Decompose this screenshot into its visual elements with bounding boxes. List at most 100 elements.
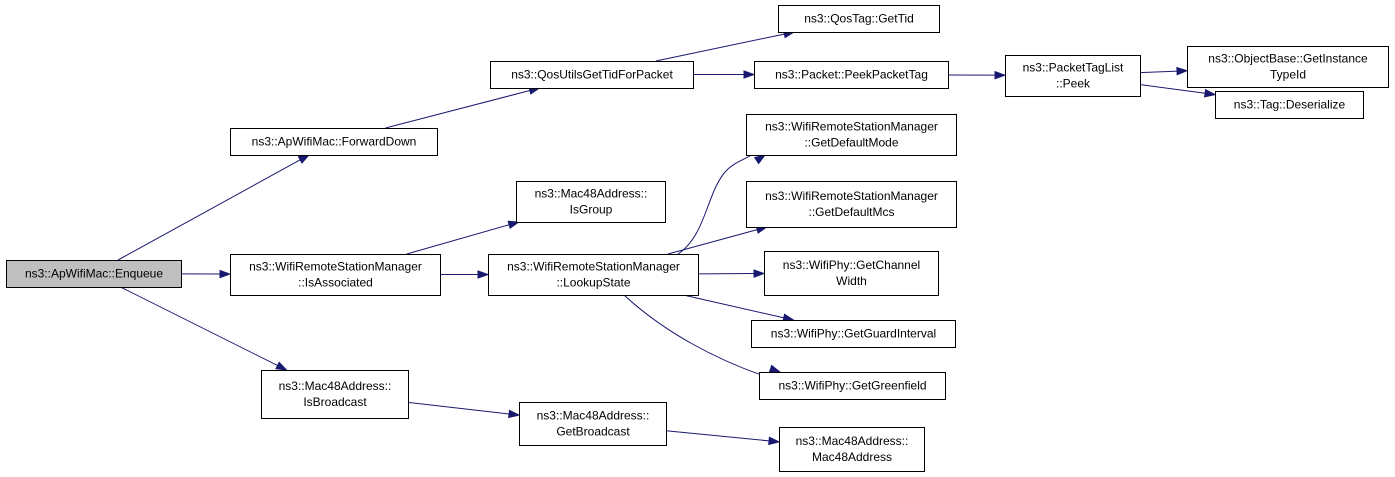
edge-line — [677, 153, 754, 255]
node-box — [516, 181, 666, 223]
node-label: Mac48Address — [812, 450, 892, 464]
node-qosutils[interactable]: ns3::QosUtilsGetTidForPacket — [490, 61, 694, 89]
node-label: ::GetDefaultMode — [804, 136, 898, 150]
node-isbroadcast[interactable]: ns3::Mac48Address::IsBroadcast — [261, 370, 409, 419]
edge-arrowhead — [994, 70, 1007, 80]
node-label: ns3::Mac48Address:: — [537, 409, 650, 423]
edge-getbroadcast-to-mac48address — [665, 430, 781, 446]
node-label: ns3::ObjectBase::GetInstance — [1208, 52, 1368, 66]
edge-peek-to-getinstancetypeid — [1139, 66, 1189, 76]
node-box — [779, 427, 925, 472]
node-getguardinterval[interactable]: ns3::WifiPhy::GetGuardInterval — [751, 320, 956, 348]
edge-peek-to-deserialize — [1139, 84, 1217, 98]
edge-arrowhead — [743, 70, 756, 79]
node-isassociated[interactable]: ns3::WifiRemoteStationManager::IsAssocia… — [230, 254, 441, 296]
node-label: ns3::Mac48Address:: — [796, 434, 909, 448]
node-getdefaultmode[interactable]: ns3::WifiRemoteStationManager::GetDefaul… — [746, 114, 957, 156]
edge-line — [655, 33, 786, 62]
node-box — [230, 254, 441, 296]
edge-arrowhead — [297, 154, 311, 164]
node-peek[interactable]: ns3::PacketTagList::Peek — [1005, 55, 1141, 97]
node-box — [490, 61, 694, 89]
node-label: ns3::WifiRemoteStationManager — [765, 189, 938, 203]
edge-lookupstate-to-getdefaultmcs — [667, 225, 769, 255]
node-box — [754, 61, 949, 89]
edge-line — [407, 401, 511, 415]
node-box — [1215, 91, 1364, 119]
edge-arrowhead — [508, 409, 521, 419]
node-gettid[interactable]: ns3::QosTag::GetTid — [778, 5, 940, 33]
node-label: ns3::QosUtilsGetTidForPacket — [511, 68, 673, 82]
node-box — [759, 372, 946, 400]
edge-arrowhead — [219, 269, 232, 279]
edge-arrowhead — [753, 269, 766, 278]
node-peekpackettag[interactable]: ns3::Packet::PeekPacketTag — [754, 61, 949, 89]
node-box — [6, 260, 182, 288]
edge-lookupstate-to-getchannelwidth — [697, 269, 766, 278]
node-label: ns3::Packet::PeekPacketTag — [775, 68, 928, 82]
node-enqueue[interactable]: ns3::ApWifiMac::Enqueue — [6, 260, 182, 288]
node-label: ns3::WifiPhy::GetGreenfield — [778, 379, 926, 393]
edge-lookupstate-to-getgreenfield — [623, 294, 782, 379]
node-mac48address[interactable]: ns3::Mac48Address::Mac48Address — [779, 427, 925, 472]
edge-line — [406, 223, 511, 255]
edge-qosutils-to-peekpackettag — [693, 70, 756, 79]
edge-arrowhead — [275, 361, 288, 371]
node-box — [519, 402, 667, 446]
edge-line — [667, 228, 759, 255]
edge-line — [665, 430, 771, 442]
node-label: ns3::WifiRemoteStationManager — [249, 260, 422, 274]
edge-arrowhead — [1176, 66, 1189, 76]
node-label: Width — [836, 274, 867, 288]
edge-enqueue-to-isassociated — [180, 269, 232, 279]
edge-enqueue-to-forwarddown — [117, 154, 311, 261]
node-getdefaultmcs[interactable]: ns3::WifiRemoteStationManager::GetDefaul… — [746, 181, 957, 228]
node-box — [751, 320, 956, 348]
node-label: ns3::ApWifiMac::Enqueue — [25, 267, 163, 281]
node-label: IsGroup — [570, 203, 613, 217]
edge-isassociated-to-lookupstate — [440, 270, 490, 279]
node-forwarddown[interactable]: ns3::ApWifiMac::ForwardDown — [230, 128, 438, 156]
edge-arrowhead — [768, 436, 781, 446]
node-deserialize[interactable]: ns3::Tag::Deserialize — [1215, 91, 1364, 119]
edge-line — [1139, 84, 1207, 94]
edge-lookupstate-to-getguardinterval — [683, 294, 795, 322]
call-nodes: ns3::ApWifiMac::Enqueue ns3::ApWifiMac::F… — [6, 5, 1389, 472]
node-box — [261, 370, 409, 419]
edge-isbroadcast-to-getbroadcast — [407, 401, 521, 419]
edge-arrowhead — [768, 364, 782, 373]
edge-line — [385, 89, 531, 129]
node-label: ns3::WifiRemoteStationManager — [507, 260, 680, 274]
node-label: ::Peek — [1056, 77, 1091, 91]
node-box — [746, 114, 957, 156]
edge-line — [1139, 70, 1179, 74]
edge-arrowhead — [507, 220, 521, 230]
node-box — [1187, 46, 1389, 88]
node-box — [778, 5, 940, 33]
node-label: ::GetDefaultMcs — [808, 205, 894, 219]
node-label: TypeId — [1270, 68, 1306, 82]
edge-isassociated-to-isgroup — [406, 220, 521, 255]
edge-line — [683, 294, 785, 319]
node-isgroup[interactable]: ns3::Mac48Address::IsGroup — [516, 181, 666, 223]
edge-lookupstate-to-getdefaultmode — [677, 153, 767, 255]
node-label: ns3::QosTag::GetTid — [804, 12, 914, 26]
node-label: GetBroadcast — [556, 425, 630, 439]
edge-line — [117, 158, 302, 261]
node-label: ns3::WifiPhy::GetGuardInterval — [771, 327, 936, 341]
node-label: IsBroadcast — [303, 395, 367, 409]
node-lookupstate[interactable]: ns3::WifiRemoteStationManager::LookupSta… — [488, 254, 699, 296]
edge-line — [120, 286, 279, 367]
node-getgreenfield[interactable]: ns3::WifiPhy::GetGreenfield — [759, 372, 946, 400]
node-box — [746, 181, 957, 228]
node-label: ns3::Tag::Deserialize — [1234, 98, 1346, 112]
node-getbroadcast[interactable]: ns3::Mac48Address::GetBroadcast — [519, 402, 667, 446]
node-box — [230, 128, 438, 156]
edge-qosutils-to-gettid — [655, 29, 796, 62]
edge-peekpackettag-to-peek — [947, 70, 1007, 80]
node-label: ns3::Mac48Address:: — [535, 187, 648, 201]
edge-arrowhead — [1204, 88, 1217, 98]
